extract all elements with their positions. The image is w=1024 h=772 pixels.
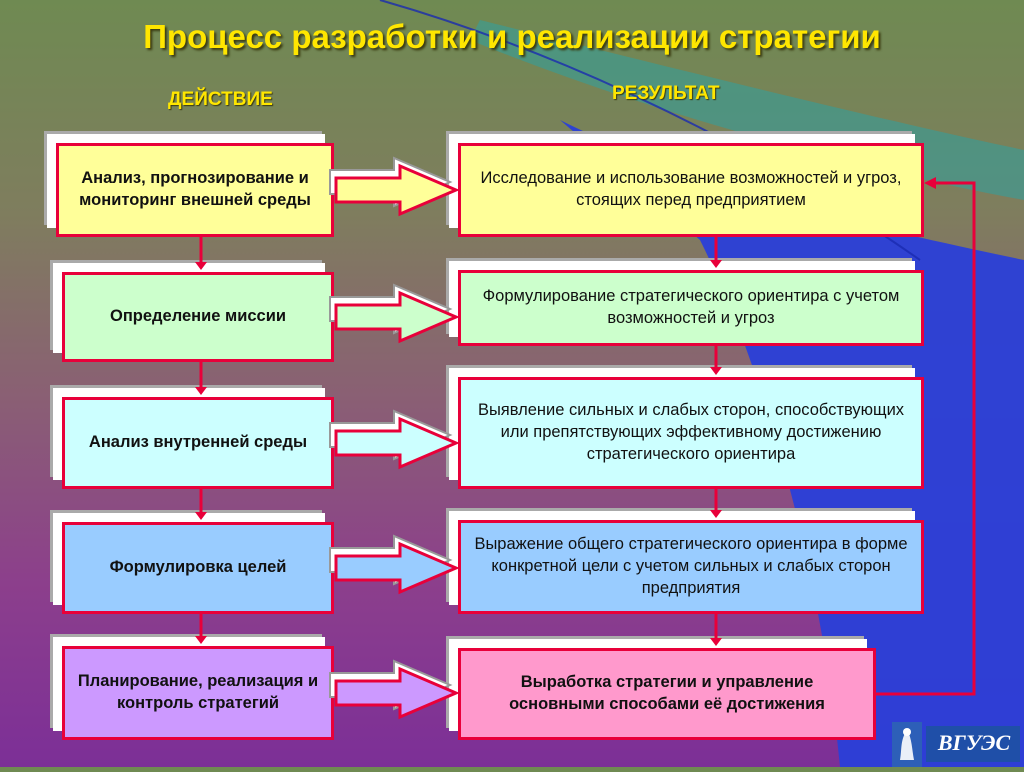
result-box-1: Исследование и использование возможносте… [458, 143, 924, 237]
logo-text: ВГУЭС [937, 730, 1011, 755]
result-box-3: Выявление сильных и слабых сторон, спосо… [458, 377, 924, 489]
university-emblem-icon [892, 722, 1020, 767]
action-column-header: ДЕЙСТВИЕ [168, 89, 273, 110]
result-box-5: Выработка стратегии и управление основны… [458, 648, 876, 740]
action-box-3: Анализ внутренней среды [62, 397, 334, 489]
action-box-1: Анализ, прогнозирование и мониторинг вне… [56, 143, 334, 237]
logo: ВГУЭС [892, 722, 1022, 767]
result-box-4: Выражение общего стратегического ориенти… [458, 520, 924, 614]
action-box-2: Определение миссии [62, 272, 334, 362]
page-title: Процесс разработки и реализации стратеги… [143, 18, 881, 55]
action-box-5: Планирование, реализация и контроль стра… [62, 646, 334, 740]
action-box-4: Формулировка целей [62, 522, 334, 614]
result-box-2: Формулирование стратегического ориентира… [458, 270, 924, 346]
result-column-header: РЕЗУЛЬТАТ [612, 83, 720, 104]
